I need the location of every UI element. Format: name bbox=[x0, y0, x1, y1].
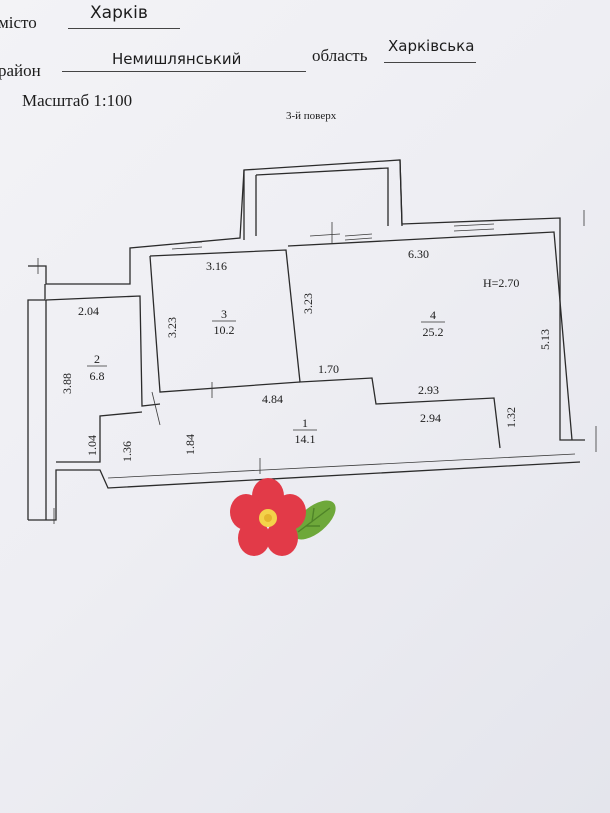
room-2-area: 6.8 bbox=[90, 369, 105, 383]
room-4-area: 25.2 bbox=[423, 325, 444, 339]
walls bbox=[27, 159, 597, 524]
dim-2-04: 2.04 bbox=[78, 304, 99, 318]
dim-3-16: 3.16 bbox=[206, 259, 227, 273]
region-underline bbox=[384, 62, 476, 63]
room-1-area: 14.1 bbox=[295, 432, 316, 446]
room-1-number: 1 bbox=[302, 416, 308, 430]
dim-4-84: 4.84 bbox=[262, 392, 283, 406]
room-3-number: 3 bbox=[221, 307, 227, 321]
floor-label: 3-й поверх bbox=[286, 110, 337, 122]
room-3-area: 10.2 bbox=[214, 323, 235, 337]
district-value: Немишлянський bbox=[112, 50, 242, 68]
city-value: Харків bbox=[90, 3, 148, 23]
city-label: місто bbox=[0, 13, 37, 32]
district-underline bbox=[62, 71, 306, 72]
dim-1-32: 1.32 bbox=[504, 407, 518, 428]
dim-3-88: 3.88 bbox=[60, 373, 74, 394]
dimension-labels: 3.16 6.30 2.04 3.23 3.23 5.13 3.88 1.70 … bbox=[60, 247, 552, 462]
ceiling-height-label: H=2.70 bbox=[483, 276, 519, 290]
scale-label: Масштаб 1:100 bbox=[22, 91, 133, 110]
dim-1-36: 1.36 bbox=[120, 441, 134, 462]
dim-2-93: 2.93 bbox=[418, 383, 439, 397]
room-4-number: 4 bbox=[430, 308, 436, 322]
dim-1-70: 1.70 bbox=[318, 362, 339, 376]
dim-5-13: 5.13 bbox=[538, 329, 552, 350]
flower-sticker-icon bbox=[230, 478, 336, 556]
region-value: Харківська bbox=[388, 37, 475, 55]
dim-1-84: 1.84 bbox=[183, 434, 197, 455]
dim-2-94: 2.94 bbox=[420, 411, 441, 425]
district-label: район bbox=[0, 61, 41, 80]
region-label: область bbox=[312, 46, 368, 65]
room-labels: 3 10.2 4 25.2 2 6.8 1 14.1 H=2.70 bbox=[87, 276, 519, 446]
dim-3-23-room4: 3.23 bbox=[301, 293, 315, 314]
room-2-number: 2 bbox=[94, 352, 100, 366]
city-underline bbox=[68, 28, 180, 29]
dim-3-23-room3: 3.23 bbox=[165, 317, 179, 338]
dim-1-04: 1.04 bbox=[85, 435, 99, 456]
dim-6-30: 6.30 bbox=[408, 247, 429, 261]
